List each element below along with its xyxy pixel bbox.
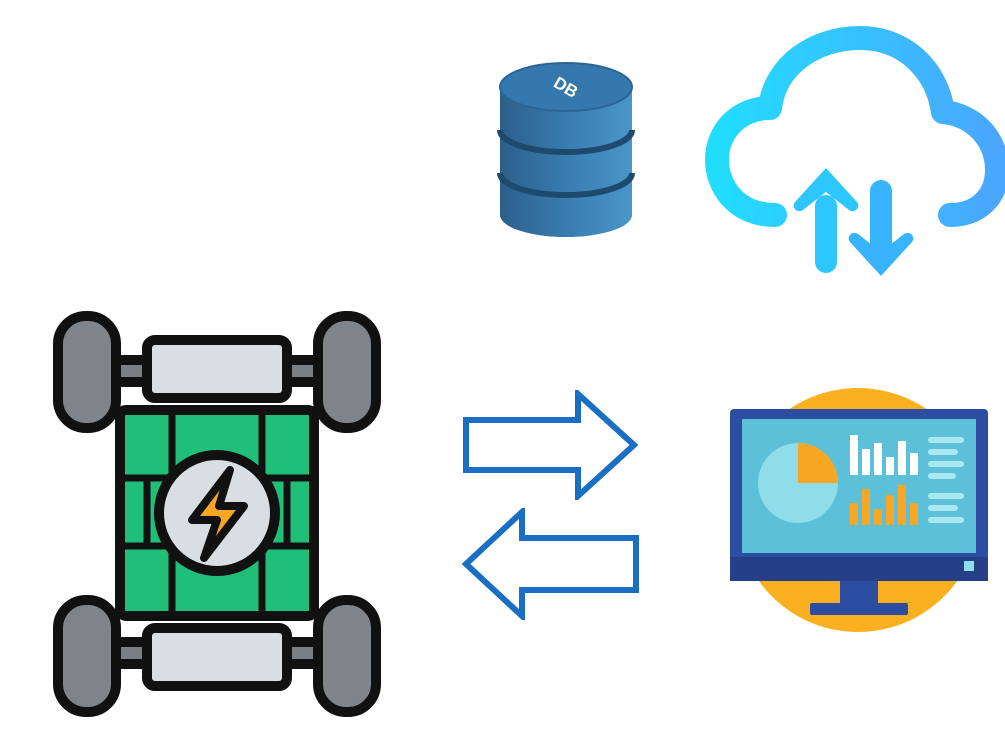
receive-arrow-icon [460,508,640,620]
cloud-sync-icon [705,20,1005,280]
dashboard-monitor-icon [728,385,990,635]
ev-chassis-icon [52,310,382,720]
send-arrow-icon [462,390,642,500]
database-icon: DB [496,55,636,240]
